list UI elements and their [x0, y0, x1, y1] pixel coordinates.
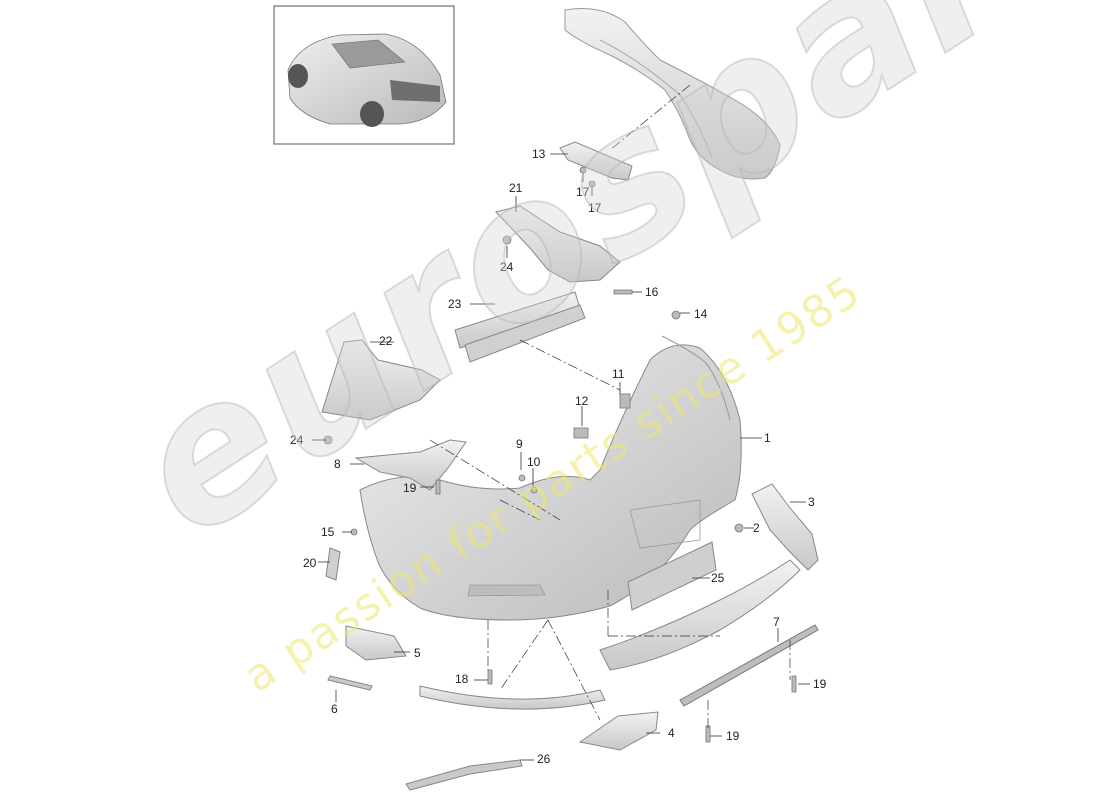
callout-17-upper[interactable]: 17: [576, 185, 590, 199]
trim-part-3: [751, 483, 819, 571]
bracket-part-8: [354, 439, 467, 491]
callout-25[interactable]: 25: [711, 571, 725, 585]
callout-23[interactable]: 23: [448, 297, 462, 311]
callout-10[interactable]: 10: [527, 455, 541, 469]
part-20: [325, 547, 341, 581]
callout-19-right[interactable]: 19: [813, 677, 827, 691]
callout-24-lower[interactable]: 24: [290, 433, 304, 447]
callout-3[interactable]: 3: [808, 495, 815, 509]
lower-piece-26: [405, 759, 523, 791]
callout-17-lower[interactable]: 17: [588, 201, 602, 215]
panel-part-25: [627, 541, 717, 611]
exhaust-trim-4: [578, 711, 659, 751]
bumper-cover: [359, 335, 742, 621]
callout-22[interactable]: 22: [379, 334, 393, 348]
leader-lines: [312, 153, 810, 761]
callout-12[interactable]: 12: [575, 394, 589, 408]
dash-dot-lines: [429, 84, 791, 730]
callout-13[interactable]: 13: [532, 147, 546, 161]
exhaust-trim-5: [345, 625, 407, 661]
bracket-part-21: [495, 205, 621, 283]
callout-21[interactable]: 21: [509, 181, 523, 195]
callout-8[interactable]: 8: [334, 457, 341, 471]
callout-16[interactable]: 16: [645, 285, 659, 299]
lower-trim-strip: [419, 685, 606, 710]
callout-19-left[interactable]: 19: [403, 481, 417, 495]
callout-24-upper[interactable]: 24: [500, 260, 514, 274]
callout-6[interactable]: 6: [331, 702, 338, 716]
fasteners: [323, 166, 797, 743]
callout-26[interactable]: 26: [537, 752, 551, 766]
callout-18[interactable]: 18: [455, 672, 469, 686]
callout-11[interactable]: 11: [612, 367, 625, 381]
callout-7[interactable]: 7: [773, 615, 780, 629]
vehicle-thumbnail: [273, 5, 455, 145]
callout-2[interactable]: 2: [753, 521, 760, 535]
strip-part-7: [679, 624, 819, 707]
bracket-part-13: [559, 141, 633, 181]
callout-14[interactable]: 14: [694, 307, 708, 321]
callout-1[interactable]: 1: [764, 431, 771, 445]
diffuser-lower: [599, 559, 801, 671]
bracket-part-22: [321, 339, 441, 421]
callout-4[interactable]: 4: [668, 726, 675, 740]
strip-part-6: [327, 675, 373, 691]
callout-5[interactable]: 5: [414, 646, 421, 660]
callout-20[interactable]: 20: [303, 556, 317, 570]
callout-9[interactable]: 9: [516, 437, 523, 451]
callout-19-bottom[interactable]: 19: [726, 729, 740, 743]
wheel-housing-liner: [564, 8, 781, 180]
callout-15[interactable]: 15: [321, 525, 335, 539]
